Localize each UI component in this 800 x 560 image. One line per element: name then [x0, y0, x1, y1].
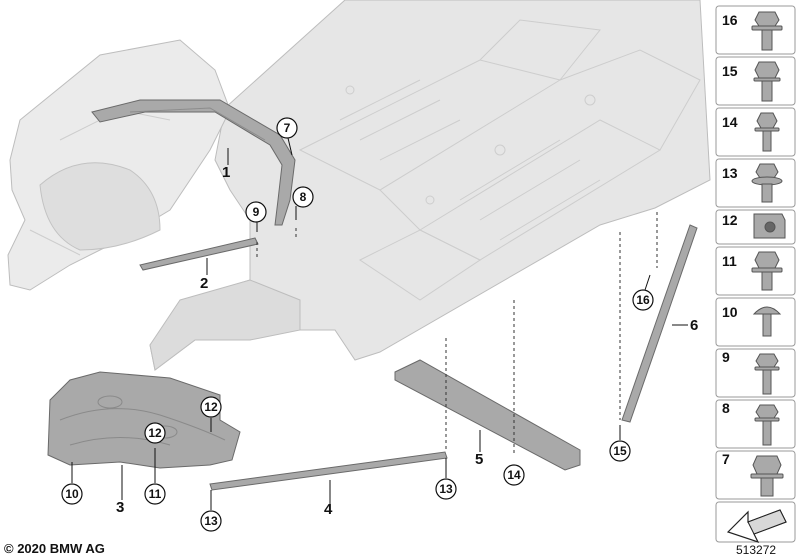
svg-text:9: 9: [253, 205, 260, 219]
callout-16: 16: [632, 289, 654, 311]
hex-bolt-short-icon: [750, 455, 784, 497]
callout-1: 1: [222, 164, 230, 181]
callout-2: 2: [200, 275, 208, 292]
callout-5: 5: [475, 451, 483, 468]
svg-text:12: 12: [204, 400, 218, 414]
dashed-guides: [256, 212, 658, 455]
washer-bolt-icon: [751, 163, 783, 203]
side-strut-part: [621, 224, 698, 423]
flange-bolt-icon: [751, 251, 783, 291]
rod-part: [139, 237, 259, 271]
underbody-shield-part: [47, 371, 241, 469]
callout-15: 15: [609, 440, 631, 462]
callout-12-lower: 12: [144, 422, 166, 444]
callout-13-left: 13: [200, 510, 222, 532]
callout-14: 14: [503, 464, 525, 486]
clip-nut-icon: [753, 213, 786, 239]
copyright-text: © 2020 BMW AG: [4, 541, 105, 556]
body-floor-details: [29, 19, 701, 301]
long-rod-part: [209, 451, 448, 491]
legend-label-9: 9: [722, 349, 730, 365]
strut-brace-inner: [129, 107, 266, 141]
button-head-screw-icon: [752, 306, 782, 337]
diagram-reference-number: 513272: [736, 543, 777, 557]
body-lower-rail: [149, 279, 301, 371]
svg-text:10: 10: [65, 487, 79, 501]
callout-7: 7: [276, 117, 298, 139]
fastener-legend: 16 15 14 13 12 11 10 9 8 7: [715, 5, 796, 544]
svg-text:8: 8: [300, 190, 307, 204]
legend-label-8: 8: [722, 400, 730, 416]
callout-12-upper: 12: [200, 396, 222, 418]
callout-4: 4: [324, 501, 333, 518]
strut-brace-part: [91, 99, 296, 226]
legend-label-13: 13: [722, 165, 738, 181]
legend-label-14: 14: [722, 114, 738, 130]
svg-text:14: 14: [507, 468, 521, 482]
hex-bolt-long-icon: [754, 404, 780, 446]
svg-text:13: 13: [204, 514, 218, 528]
circled-callouts: 7 8 9 10 11 12 12 13: [61, 117, 654, 532]
callout-6: 6: [690, 317, 698, 334]
direction-arrow-icon: [726, 509, 787, 544]
callout-3: 3: [116, 499, 124, 516]
legend-label-7: 7: [722, 451, 730, 467]
hex-flange-bolt-icon: [751, 11, 783, 51]
callout-13-right: 13: [435, 478, 457, 500]
legend-label-11: 11: [722, 253, 737, 269]
callout-11: 11: [144, 483, 166, 505]
callout-9: 9: [245, 201, 267, 223]
car-body-shell: [7, 0, 711, 371]
callout-8: 8: [292, 186, 314, 208]
long-hex-bolt-icon: [754, 353, 780, 395]
small-hex-bolt-icon: [754, 112, 780, 152]
leader-lines: [71, 137, 688, 510]
svg-text:12: 12: [148, 426, 162, 440]
hex-bolt-icon: [753, 61, 781, 102]
body-wheel-arch: [39, 162, 161, 251]
legend-label-10: 10: [722, 304, 738, 320]
callout-10: 10: [61, 483, 83, 505]
svg-text:13: 13: [439, 482, 453, 496]
svg-text:11: 11: [149, 487, 162, 501]
svg-text:15: 15: [613, 444, 627, 458]
svg-text:16: 16: [636, 293, 650, 307]
legend-label-16: 16: [722, 12, 738, 28]
legend-label-12: 12: [722, 212, 738, 228]
panel-part: [394, 359, 581, 471]
legend-label-15: 15: [722, 63, 738, 79]
svg-text:7: 7: [284, 121, 291, 135]
